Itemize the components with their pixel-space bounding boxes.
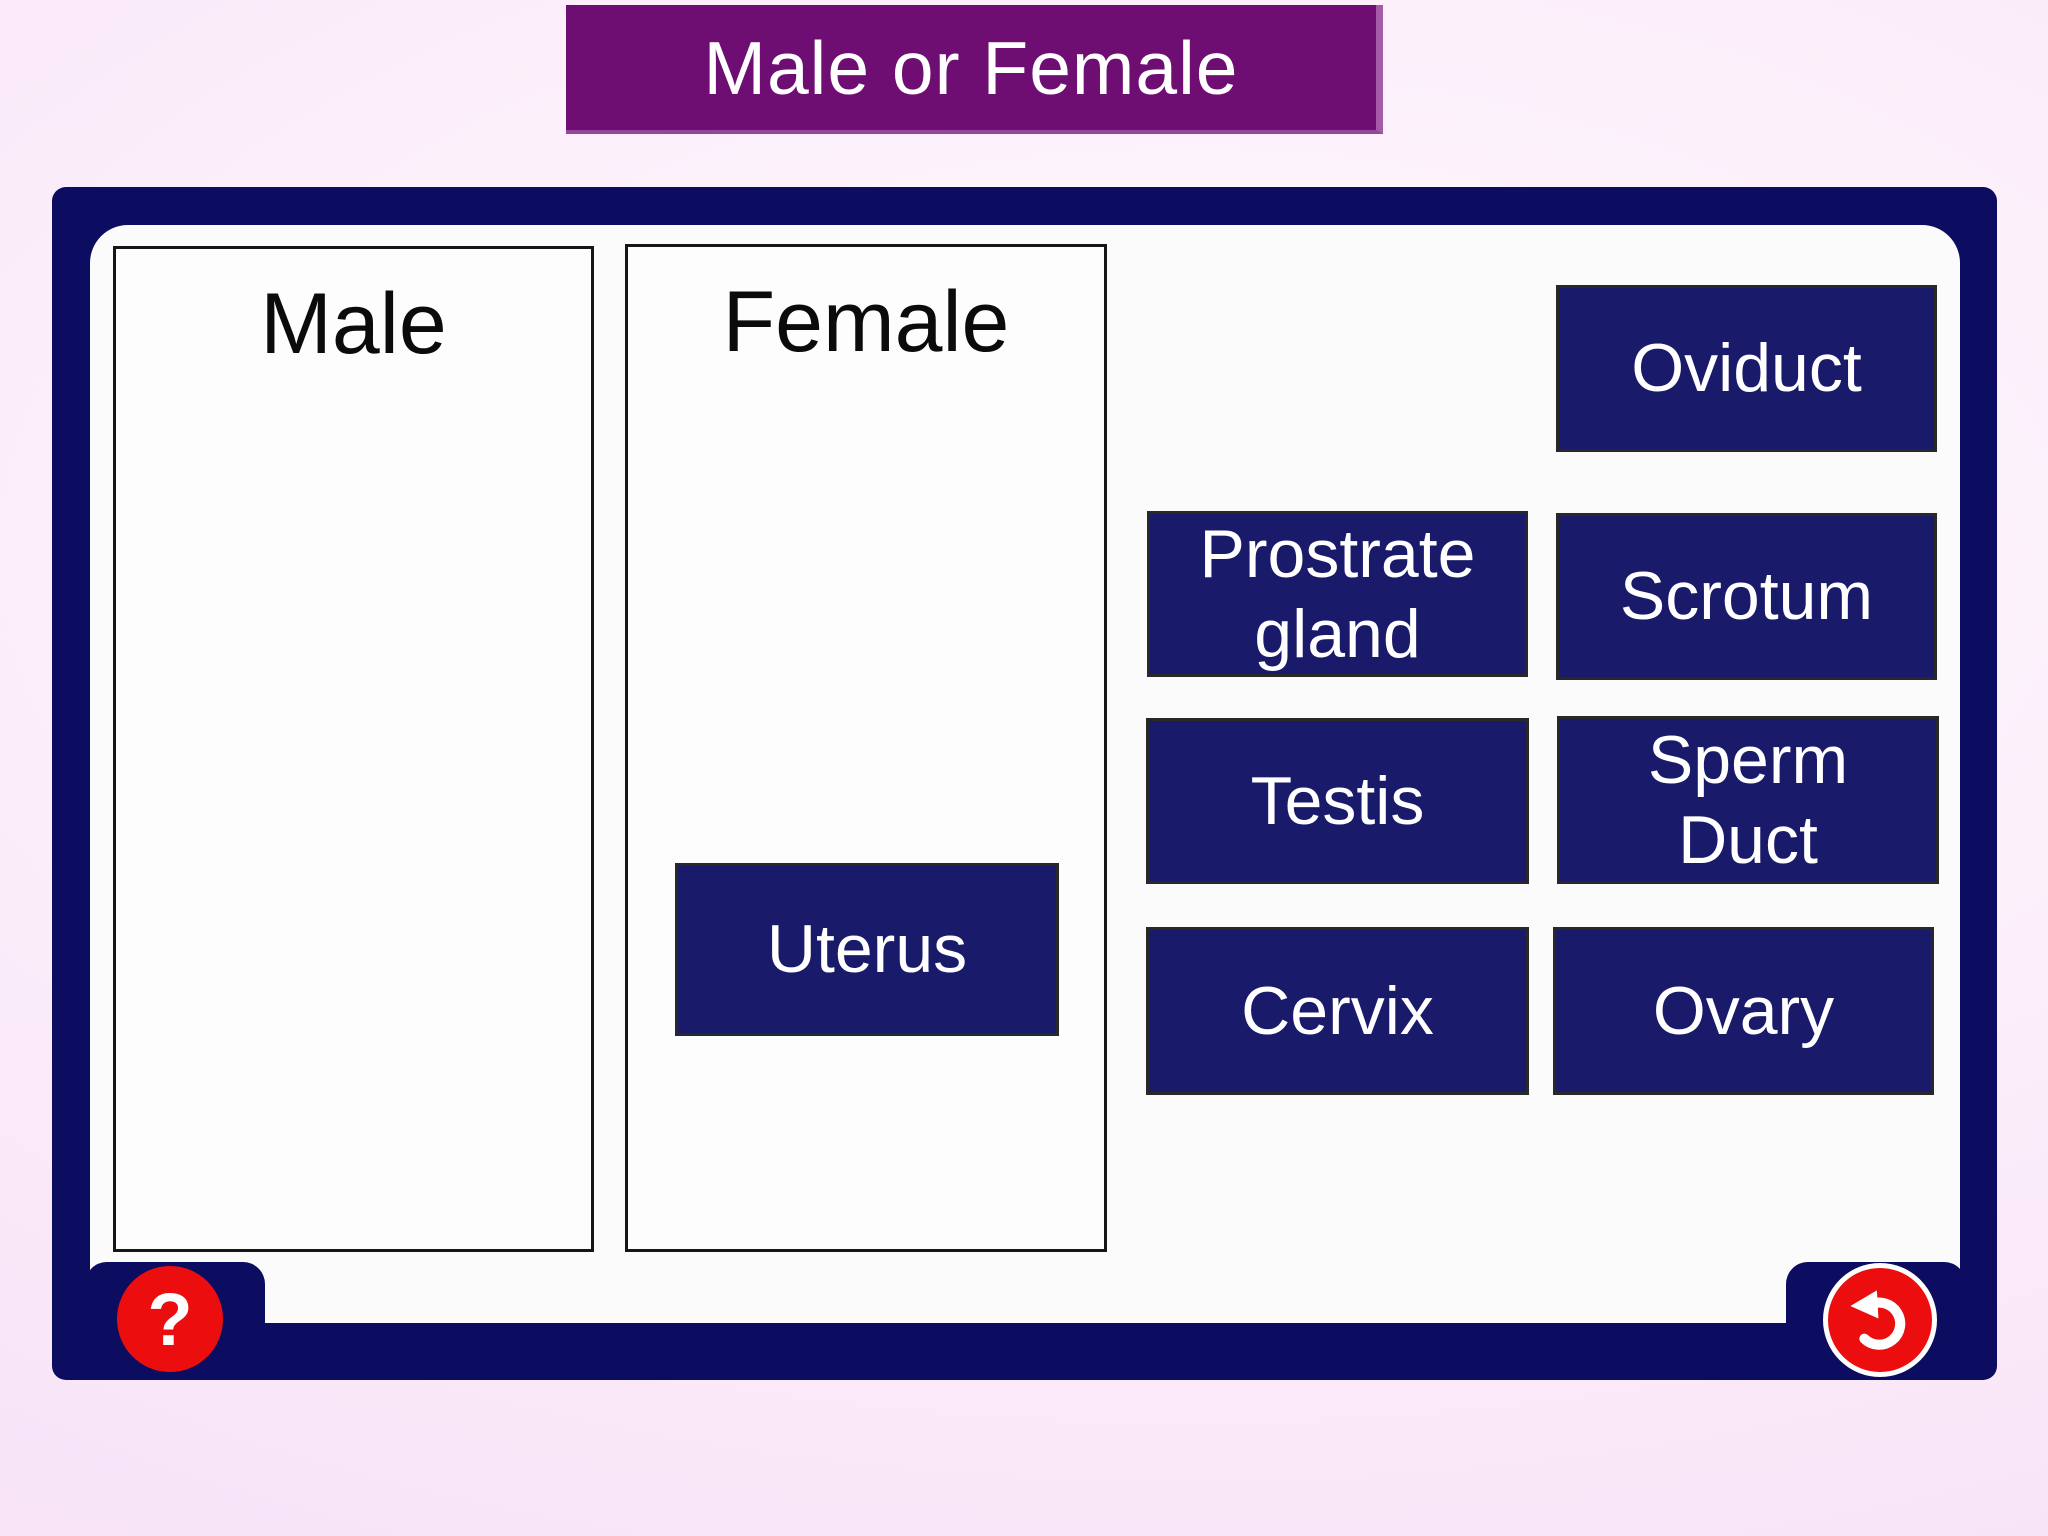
tile-cervix[interactable]: Cervix: [1146, 927, 1529, 1095]
question-mark-icon: ?: [147, 1277, 193, 1361]
undo-rotate-arrow-icon: [1841, 1281, 1919, 1359]
tile-prostrate-gland[interactable]: Prostrate gland: [1147, 511, 1528, 677]
tile-sperm-duct[interactable]: Sperm Duct: [1557, 716, 1939, 884]
female-drop-zone[interactable]: Female: [625, 244, 1107, 1252]
undo-button[interactable]: [1823, 1263, 1937, 1377]
male-column-header: Male: [260, 276, 447, 372]
tile-ovary[interactable]: Ovary: [1553, 927, 1934, 1095]
page-title: Male or Female: [703, 25, 1239, 110]
male-drop-zone[interactable]: Male: [113, 246, 594, 1252]
female-column-header: Female: [722, 274, 1010, 370]
tile-scrotum[interactable]: Scrotum: [1556, 513, 1937, 680]
help-button[interactable]: ?: [117, 1266, 223, 1372]
tile-testis[interactable]: Testis: [1146, 718, 1529, 884]
tile-uterus[interactable]: Uterus: [675, 863, 1059, 1036]
tile-oviduct[interactable]: Oviduct: [1556, 285, 1937, 452]
title-banner: Male or Female: [566, 5, 1383, 134]
